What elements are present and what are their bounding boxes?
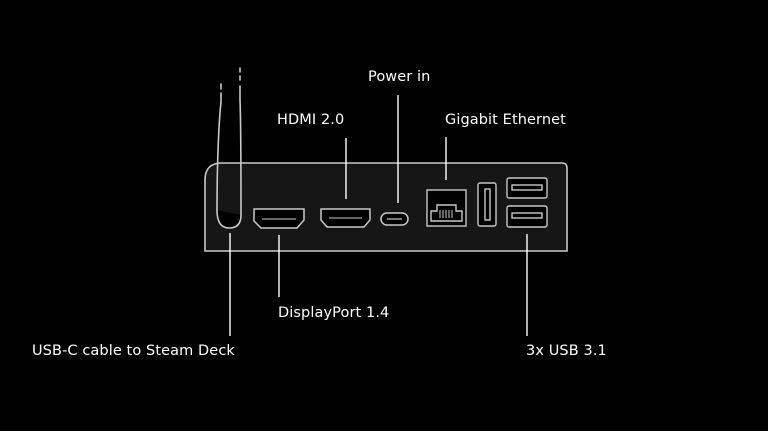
displayport-label: DisplayPort 1.4 <box>278 305 390 321</box>
ethernet-port <box>426 189 467 227</box>
usb-c-cable <box>216 67 242 229</box>
hdmi-label: HDMI 2.0 <box>277 112 345 128</box>
leader-lines <box>229 95 528 336</box>
usb-a-port-vertical <box>477 182 497 227</box>
power-in-label: Power in <box>368 69 431 85</box>
usb-a-port-upper <box>506 177 548 199</box>
usb-a-port-lower <box>506 205 548 228</box>
usb-31-label: 3x USB 3.1 <box>526 343 607 359</box>
dock-body <box>204 162 568 252</box>
usb-c-cable-label: USB-C cable to Steam Deck <box>32 343 235 359</box>
gigabit-ethernet-label: Gigabit Ethernet <box>445 112 566 128</box>
